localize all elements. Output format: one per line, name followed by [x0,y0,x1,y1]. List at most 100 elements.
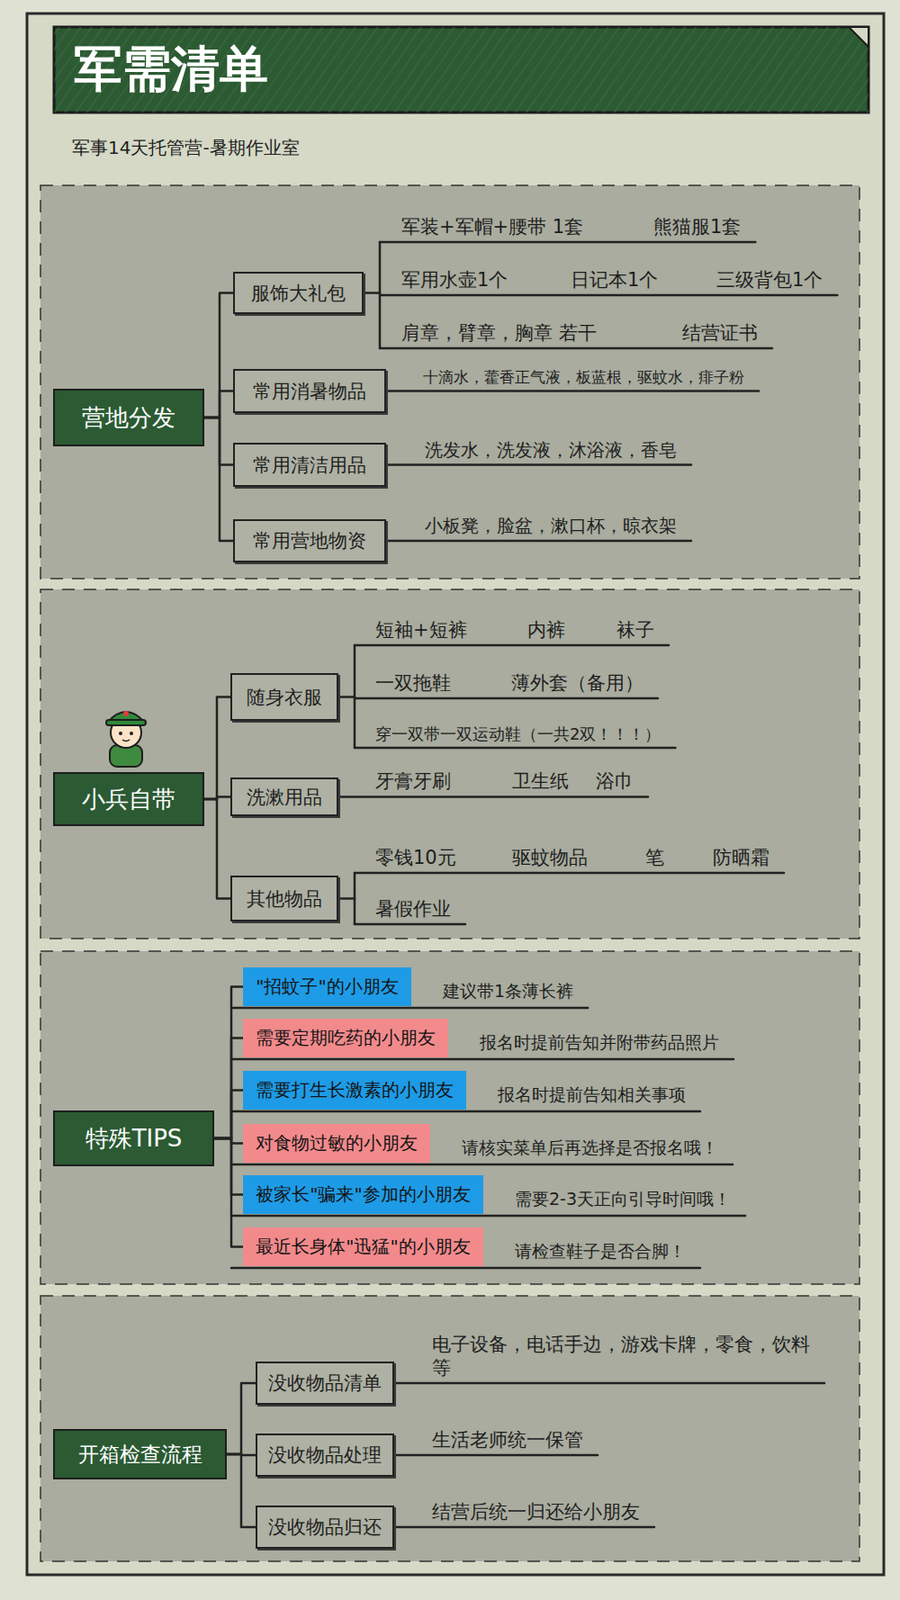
branch-box: 随身衣服 [230,673,339,721]
item-text: 笔 [645,846,665,870]
item-text: 日记本1个 [570,268,658,292]
page-frame [27,13,884,1575]
branch-connector [214,1138,243,1196]
branch-connector [214,987,243,1140]
node-text: 常用营地物资 [252,528,367,554]
section-panel [40,951,860,1285]
underline [338,897,355,900]
tip-tag: "招蚊子"的小朋友 [243,967,412,1007]
node-text: 对食物过敏的小朋友 [255,1131,418,1156]
underline [231,1267,701,1270]
underline [231,1058,734,1062]
underline [354,747,675,750]
node-text: 常用消暑物品 [252,378,367,405]
branch-box: 服饰大礼包 [233,271,364,315]
item-text: 小板凳，脸盆，漱口杯，晾衣架 [424,514,677,538]
underline [354,697,658,701]
node-text: 需要定期吃药的小朋友 [255,1026,436,1051]
branch-box: 常用营地物资 [233,519,387,563]
item-text: 零钱10元 [375,846,457,870]
node-text: 最近长身体"迅猛"的小朋友 [255,1234,470,1260]
underline [231,1110,701,1114]
underline [379,347,773,351]
node-text: 随身衣服 [246,684,323,711]
branch-box: 没收物品清单 [255,1361,395,1405]
banner-fold [848,27,869,47]
underline [338,695,355,699]
item-text: 暑假作业 [375,897,451,921]
branch-box: 没收物品处理 [255,1433,395,1477]
underline [231,1215,746,1218]
item-text: 需要2-3天正向引导时间哦！ [514,1188,731,1211]
tip-tag: 需要定期吃药的小朋友 [243,1018,449,1058]
item-text: 一双拖鞋 [375,671,451,695]
underline [231,1007,588,1010]
node-text: 没收物品归还 [268,1514,382,1540]
node-text: 常用清洁用品 [252,452,367,478]
section-panel [40,589,860,939]
title-text: 军需清单 [73,34,269,105]
underline [379,241,756,244]
item-text: 浴巾 [595,769,634,793]
underline [386,463,692,467]
node-text: 被家长"骗来"参加的小朋友 [255,1182,470,1207]
branch-connector [204,391,234,419]
root-box: 小兵自带 [53,772,205,827]
tip-tag: 被家长"骗来"参加的小朋友 [243,1175,484,1215]
node-text: "招蚊子"的小朋友 [255,974,398,999]
item-text: 结营证书 [682,321,758,345]
node-text: 没收物品处理 [268,1442,382,1468]
root-box: 营地分发 [53,388,205,447]
item-text: 牙膏牙刷 [375,769,451,793]
branch-connector [214,1038,243,1140]
item-text: 报名时提前告知相关事项 [497,1084,686,1107]
root-box: 开箱检查流程 [53,1429,227,1480]
item-text: 内裤 [527,618,566,642]
item-text: 结营后统一归还给小朋友 [432,1500,640,1524]
branch-connector [214,1090,243,1140]
item-text: 十滴水，藿香正气液，板蓝根，驱蚊水，痱子粉 [423,368,745,387]
underline [386,540,692,543]
section-panel [40,185,860,579]
item-text: 洗发水，洗发液，沐浴液，香皂 [424,439,677,462]
underline [231,1163,733,1167]
branch-connector [214,1138,243,1248]
tip-tag: 对食物过敏的小朋友 [243,1124,431,1163]
node-text: 没收物品清单 [268,1370,382,1396]
item-text: 肩章，臂章，胸章 若干 [401,321,597,345]
branch-box: 没收物品归还 [255,1505,395,1549]
node-text: 洗漱用品 [246,784,323,810]
node-text: 开箱检查流程 [78,1440,203,1469]
banner-hatch [54,27,869,113]
underline [354,872,784,875]
branch-box: 其他物品 [230,875,339,922]
branch-connector [204,417,234,541]
node-text: 小兵自带 [81,783,176,816]
underline [394,1454,598,1458]
branch-box: 常用消暑物品 [233,369,387,414]
item-text: 袜子 [616,618,655,642]
soldier-icon [106,711,146,767]
item-text: 报名时提前告知并附带药品照片 [479,1032,720,1054]
item-text: 电子设备，电话手边，游戏卡牌，零食，饮料等 [432,1332,810,1381]
underline [394,1526,655,1530]
item-text: 三级背包1个 [716,268,823,292]
underline [354,644,669,648]
tip-tag: 最近长身体"迅猛"的小朋友 [243,1227,484,1267]
item-text: 短袖+短裤 [375,618,468,642]
branch-connector [204,697,231,801]
underline [338,795,648,799]
item-text: 军装+军帽+腰带 1套 [401,215,584,239]
title-banner [54,27,869,113]
underline [379,294,837,297]
underline [363,291,380,295]
item-text: 生活老师统一保管 [432,1428,584,1452]
subtitle: 军事14天托管营-暑期作业室 [72,136,300,160]
section-panel [40,1296,860,1562]
node-text: 特殊TIPS [85,1123,183,1155]
node-text: 其他物品 [246,886,323,912]
node-text: 需要打生长激素的小朋友 [255,1078,454,1103]
item-text: 建议带1条薄长裤 [442,981,574,1003]
tip-tag: 需要打生长激素的小朋友 [243,1071,467,1110]
underline [353,873,357,925]
